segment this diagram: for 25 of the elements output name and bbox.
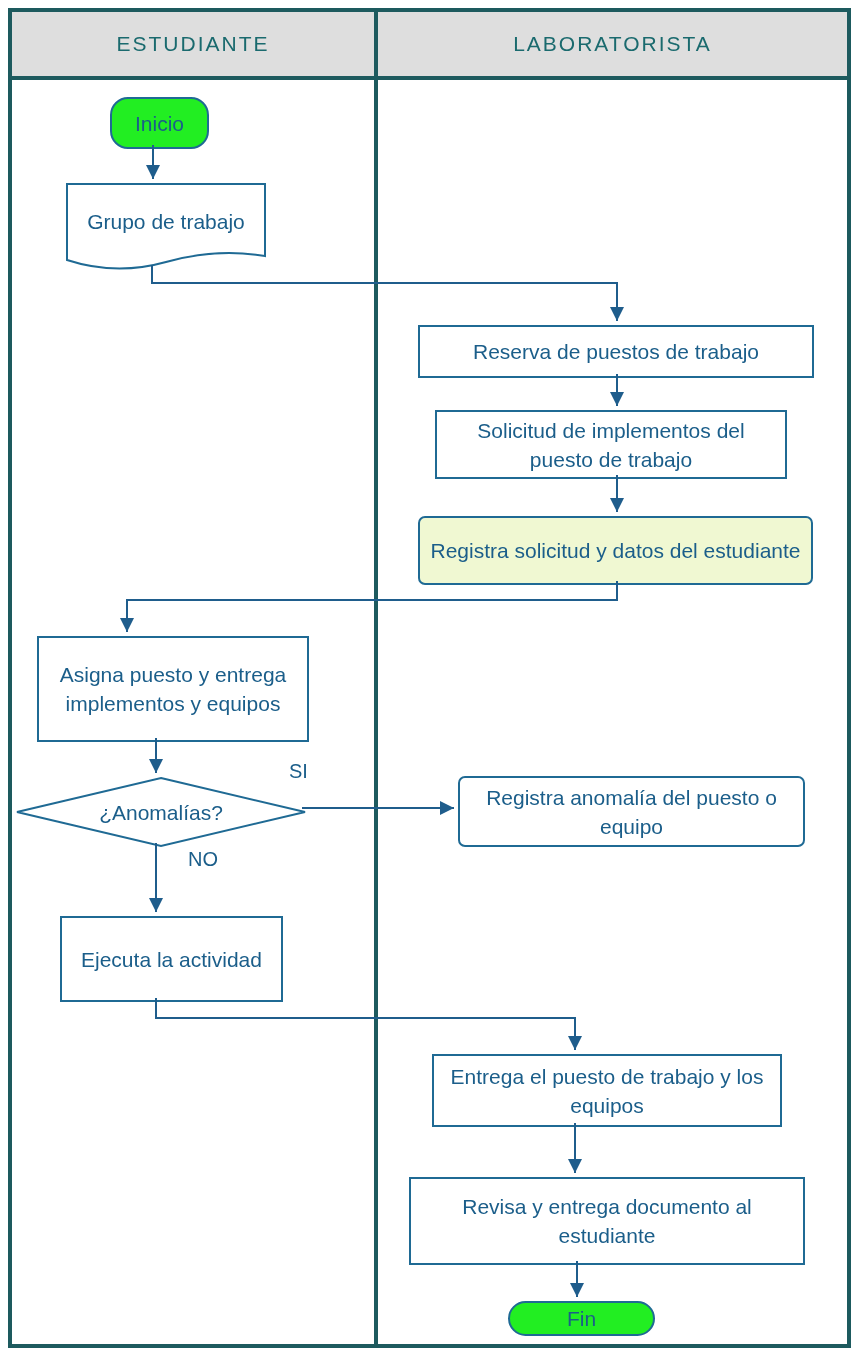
terminal-pill: Fin: [508, 1301, 655, 1336]
arrow: [610, 373, 624, 407]
process-box: Revisa y entrega documento al estudiante: [409, 1177, 805, 1265]
arrow: [151, 264, 624, 322]
process-box: Registra solicitud y datos del estudiante: [418, 516, 813, 585]
arrow: [155, 997, 582, 1051]
arrow: [120, 580, 618, 633]
arrow: [149, 737, 163, 774]
lane-header: ESTUDIANTE: [116, 32, 270, 56]
arrow: [610, 474, 624, 513]
arrow: [301, 801, 455, 815]
arrow: [149, 842, 163, 913]
document-shape: Grupo de trabajo: [66, 183, 266, 272]
process-box: Asigna puesto y entrega implementos y equipos: [37, 636, 309, 742]
process-box: Ejecuta la actividad: [60, 916, 283, 1002]
lane-header: LABORATORISTA: [513, 32, 712, 56]
arrow: [146, 144, 160, 180]
process-box: Registra anomalía del puesto o equipo: [458, 776, 805, 847]
arrow: [570, 1260, 584, 1298]
process-box: Reserva de puestos de trabajo: [418, 325, 814, 378]
decision-diamond: ¿Anomalías?: [16, 777, 306, 847]
process-box: Entrega el puesto de trabajo y los equipos: [432, 1054, 782, 1127]
terminal-pill: Inicio: [110, 97, 209, 149]
arrow: [568, 1122, 582, 1174]
process-box: Solicitud de implementos del puesto de trabajo: [435, 410, 787, 479]
